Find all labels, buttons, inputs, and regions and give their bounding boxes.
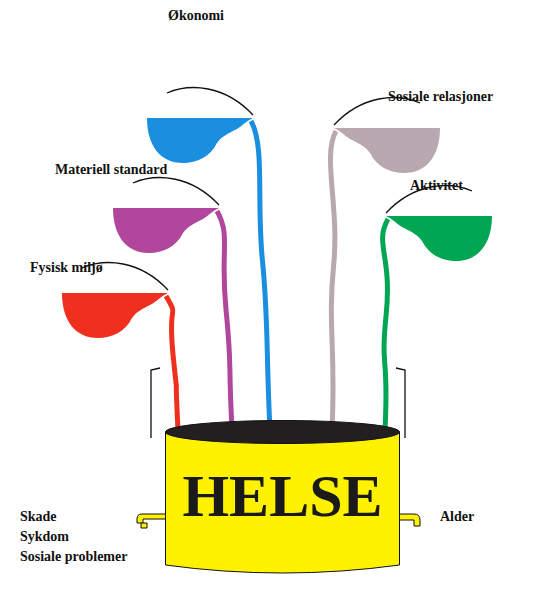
ladle-liquid	[113, 208, 219, 253]
ladle-node: Aktivitet	[379, 183, 494, 263]
ladle-liquid	[334, 128, 440, 173]
ladle-liquid	[147, 118, 253, 163]
ladle-liquid	[386, 216, 492, 261]
ladle-rim	[133, 178, 219, 205]
ladle-group	[386, 186, 492, 261]
pot-node: HELSE	[165, 420, 400, 577]
side-note: Sosiale problemer	[20, 549, 127, 565]
pour-stream	[166, 296, 178, 430]
ladle-label: Fysisk miljø	[30, 260, 103, 276]
ladle-rim	[167, 88, 253, 115]
ladle-node: Materiell standard	[111, 175, 226, 255]
pot-tap	[141, 523, 147, 528]
pot-handle	[151, 368, 160, 438]
pot-body	[166, 432, 400, 573]
pot-opening	[166, 421, 400, 444]
pour-stream	[251, 121, 270, 430]
ladle-shape	[111, 175, 226, 255]
ladle-label: Økonomi	[168, 8, 224, 24]
ladle-group	[334, 98, 440, 173]
ladle-node: Fysisk miljø	[60, 260, 175, 340]
side-note: Skade	[20, 509, 57, 525]
ladle-shape	[327, 95, 442, 175]
ladle-shape	[379, 183, 494, 263]
pour-stream	[330, 131, 336, 430]
ladle-node: Sosiale relasjoner	[327, 95, 442, 175]
ladle-label: Materiell standard	[55, 162, 167, 178]
side-note: Sykdom	[20, 529, 69, 545]
ladle-label: Aktivitet	[410, 178, 463, 194]
ladle-label: Sosiale relasjoner	[388, 89, 493, 105]
pot-leg	[399, 514, 420, 526]
ladle-liquid	[62, 293, 168, 338]
ladle-group	[113, 178, 219, 253]
pot-tap	[137, 514, 166, 523]
pour-stream	[383, 219, 388, 430]
pour-stream	[217, 211, 232, 430]
pot-handle	[396, 368, 405, 438]
ladle-shape	[145, 85, 260, 165]
pot-title: HELSE	[165, 464, 400, 528]
ladle-group	[147, 88, 253, 163]
side-note: Alder	[440, 509, 474, 525]
ladle-node: Økonomi	[145, 85, 260, 165]
